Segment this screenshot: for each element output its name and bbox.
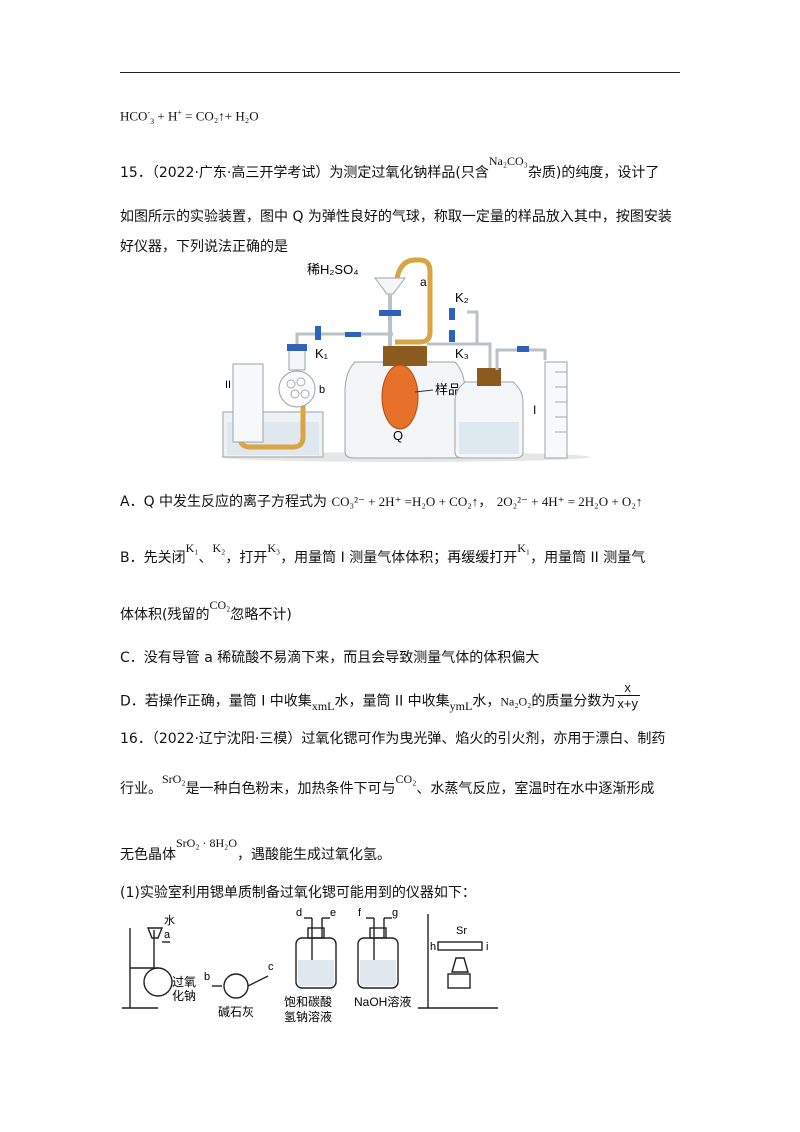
- label-k3: K₃: [455, 346, 469, 361]
- label-k1: K₁: [315, 346, 329, 361]
- label-i2: i: [486, 941, 488, 953]
- q15-option-d: D．若操作正确，量筒 I 中收集xmL水，量筒 II 中收集ymL水，Na₂O₂…: [120, 680, 640, 713]
- label-nahco3-2: 氢钠溶液: [284, 1009, 332, 1024]
- q15-impurity: Na₂CO₃: [488, 154, 528, 168]
- option-a-eq1: CO₃²⁻ + 2H⁺ =H₂O + CO₂↑: [331, 494, 479, 509]
- q15-line2: 如图所示的实验装置，图中 Q 为弹性良好的气球，称取一定量的样品放入其中，按图安…: [120, 209, 672, 225]
- label-a: a: [420, 275, 427, 289]
- label-nahco3-1: 饱和碳酸: [284, 994, 332, 1009]
- label-na2o2-1: 过氧: [172, 975, 196, 989]
- label-i: I: [533, 403, 536, 417]
- q16-apparatus-figure: 水 a 过氧 化钠 b c 碱石灰 d e 饱和碳酸 氢钠溶液 f g NaOH…: [122, 908, 498, 1024]
- label-a2: a: [164, 929, 171, 941]
- q15-source: （2022·广东·高三开学考试）: [151, 165, 330, 181]
- label-q: Q: [393, 428, 403, 443]
- label-f: f: [358, 908, 362, 919]
- label-e: e: [330, 908, 336, 919]
- q15-number: 15．: [120, 165, 152, 181]
- q15-option-a: A．Q 中发生反应的离子方程式为 CO₃²⁻ + 2H⁺ =H₂O + CO₂↑…: [120, 494, 643, 510]
- header-rule: [120, 72, 680, 73]
- prev-answer-equation: HCO-3 + H+ = CO₂↑+ H₂O: [120, 108, 259, 126]
- q15-line1: 15．（2022·广东·高三开学考试）为测定过氧化钠样品(只含Na₂CO₃杂质)…: [120, 154, 660, 181]
- q15-line3: 好仪器，下列说法正确的是: [120, 239, 288, 255]
- label-sample: 样品: [435, 382, 461, 397]
- label-c: c: [268, 961, 274, 973]
- drying-tube-b: [278, 344, 316, 408]
- q16-source: （2022·辽宁沈阳·三模）: [151, 731, 302, 747]
- label-na2o2-2: 化钠: [172, 988, 196, 1003]
- option-a-eq2: 2O₂²⁻ + 4H⁺ = 2H₂O + O₂↑: [496, 494, 643, 509]
- reaction-flask: [344, 346, 466, 459]
- label-g: g: [392, 908, 398, 919]
- graduated-cylinder-i: [544, 361, 568, 459]
- label-soda-lime: 碱石灰: [218, 1005, 254, 1019]
- label-b2: b: [204, 971, 210, 983]
- label-k2: K₂: [455, 290, 469, 305]
- balloon-q: [381, 364, 419, 430]
- q15-apparatus-figure: II b K₁ 样品 Q 稀H₂SO₄ a K₂ K₃: [220, 257, 590, 462]
- q15-option-b-line2: 体体积(残留的CO₂忽略不计): [120, 598, 292, 623]
- water-trough: [222, 363, 324, 458]
- label-acid: 稀H₂SO₄: [307, 262, 359, 277]
- q16-sub1: (1)实验室利用锶单质制备过氧化锶可能用到的仪器如下：: [120, 885, 476, 901]
- label-naoh: NaOH溶液: [354, 994, 411, 1009]
- q15-option-b-line1: B．先关闭K₁、K₂，打开K₃，用量筒 I 测量气体体积；再缓缓打开K₁，用量筒…: [120, 541, 646, 566]
- label-sr: Sr: [456, 925, 467, 937]
- label-ii: II: [225, 379, 231, 391]
- q15-option-c: C．没有导管 a 稀硫酸不易滴下来，而且会导致测量气体的体积偏大: [120, 650, 540, 666]
- water-bottle: [454, 346, 547, 459]
- label-water: 水: [164, 914, 175, 927]
- q16-line2: 行业。SrO₂是一种白色粉末，加热条件下可与CO₂、水蒸气反应，室温时在水中逐渐…: [120, 772, 655, 797]
- label-b: b: [319, 384, 325, 396]
- dropping-funnel: [374, 257, 433, 346]
- label-d: d: [296, 908, 302, 919]
- q16-line3: 无色晶体SrO₂ · 8H₂O，遇酸能生成过氧化氢。: [120, 836, 392, 863]
- q16-number: 16．: [120, 731, 152, 747]
- q16-line1: 16．（2022·辽宁沈阳·三模）过氧化锶可作为曳光弹、焰火的引火剂，亦用于漂白…: [120, 731, 666, 747]
- label-h: h: [430, 941, 436, 953]
